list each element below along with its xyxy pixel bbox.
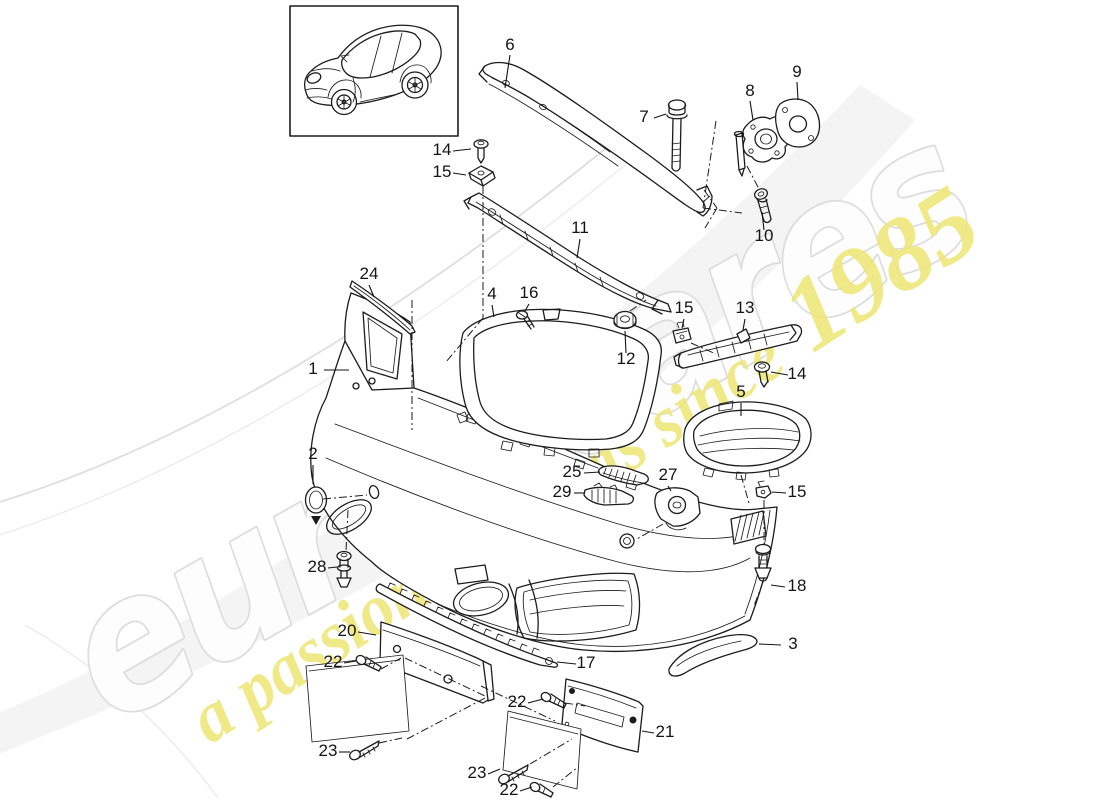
part-16-screw	[515, 310, 535, 330]
leader-line-20	[357, 631, 377, 636]
leader-line-6	[504, 54, 511, 89]
part-28-screw	[336, 550, 352, 588]
leader-line-4	[491, 304, 495, 318]
leader-line-15	[452, 172, 467, 176]
part-label-11: 11	[571, 218, 589, 237]
license-plate-right	[502, 710, 582, 790]
part-14-screw-right	[753, 361, 771, 388]
leader-line-25	[583, 471, 601, 474]
part-3-spoiler-lip	[668, 634, 758, 677]
part-label-23: 23	[468, 763, 487, 782]
license-plate-left	[305, 654, 410, 743]
part-label-15: 15	[788, 482, 807, 501]
leader-line-3	[758, 643, 782, 646]
leader-line-9	[796, 81, 799, 101]
part-7-bolt	[666, 99, 688, 172]
leader-line-14	[770, 371, 789, 376]
part-5-side-grille	[683, 400, 812, 481]
leader-line-17	[556, 661, 577, 665]
part-21-license-bracket	[561, 678, 644, 753]
part-2-towing-eye-cover	[304, 486, 328, 525]
leader-line-13	[742, 318, 746, 331]
part-label-14: 14	[788, 364, 807, 383]
part-label-22: 22	[324, 652, 343, 671]
part-17-spoiler-strip	[375, 582, 559, 668]
part-label-2: 2	[308, 444, 317, 463]
part-15-nut-top	[468, 165, 496, 187]
part-label-7: 7	[639, 107, 648, 126]
part-11-cowl-panel	[463, 192, 672, 315]
leader-line-7	[653, 113, 667, 119]
part-label-15: 15	[433, 162, 452, 181]
part-22-screw-c	[529, 781, 554, 798]
part-label-9: 9	[792, 62, 801, 81]
part-label-15: 15	[675, 298, 694, 317]
part-label-27: 27	[659, 465, 678, 484]
part-15-clip-right	[755, 480, 772, 499]
leader-line-22	[519, 786, 533, 792]
part-23-screw-b	[498, 764, 529, 785]
leader-line-15	[771, 491, 787, 494]
part-label-18: 18	[788, 576, 807, 595]
part-4-center-grille	[456, 308, 662, 458]
part-25-side-marker	[597, 465, 649, 486]
leader-line-16	[524, 303, 530, 312]
leader-line-8	[749, 100, 754, 121]
part-label-22: 22	[500, 780, 519, 799]
part-label-1: 1	[308, 359, 317, 378]
leader-line-23	[487, 768, 501, 775]
leader-line-12	[624, 330, 627, 354]
leader-line-22	[527, 698, 544, 704]
leader-line-18	[770, 584, 786, 588]
part-label-14: 14	[433, 140, 452, 159]
part-label-25: 25	[563, 462, 582, 481]
part-label-3: 3	[788, 634, 797, 653]
part-label-8: 8	[745, 81, 754, 100]
part-label-23: 23	[319, 741, 338, 760]
part-label-10: 10	[755, 226, 774, 245]
porsche-911-icon	[304, 24, 442, 116]
part-27-washer-cover	[654, 487, 701, 531]
part-23-screw-a	[349, 740, 380, 761]
part-label-24: 24	[360, 264, 379, 283]
part-9-gasket-plate	[774, 98, 821, 148]
leader-line-14	[452, 148, 472, 152]
leader-line-27	[667, 485, 672, 492]
part-label-28: 28	[308, 557, 327, 576]
part-label-22: 22	[508, 692, 527, 711]
part-13-mounting-rail	[673, 324, 803, 369]
part-label-17: 17	[577, 653, 596, 672]
leader-line-22	[343, 660, 357, 664]
leader-line-24	[368, 284, 375, 298]
part-22-screw-b	[540, 691, 567, 709]
part-29-bracket	[583, 482, 635, 506]
part-label-12: 12	[617, 349, 636, 368]
part-label-5: 5	[736, 382, 745, 401]
part-15-clip-mid	[672, 321, 692, 344]
part-label-21: 21	[656, 722, 675, 741]
part-6-reinforcement-beam	[478, 61, 713, 217]
part-22-screw-a	[355, 654, 382, 672]
part-label-4: 4	[487, 284, 496, 303]
parts-artwork	[304, 61, 821, 798]
part-label-20: 20	[338, 621, 357, 640]
leader-line-10	[761, 211, 765, 231]
leader-line-11	[576, 238, 581, 259]
part-18-screw	[754, 543, 772, 582]
part-12-nut	[613, 310, 637, 330]
part-label-16: 16	[520, 283, 539, 302]
part-label-13: 13	[736, 298, 755, 317]
car-thumbnail	[289, 5, 459, 137]
leader-line-15	[681, 318, 685, 329]
watermark-swoosh	[0, 85, 915, 754]
construction-lines	[322, 120, 765, 788]
part-label-6: 6	[505, 35, 514, 54]
part-1-bumper-cover	[310, 292, 778, 653]
leader-line-21	[641, 730, 655, 734]
leader-line-28	[327, 566, 338, 569]
part-label-29: 29	[553, 482, 572, 501]
part-14-clip-top	[473, 139, 489, 164]
